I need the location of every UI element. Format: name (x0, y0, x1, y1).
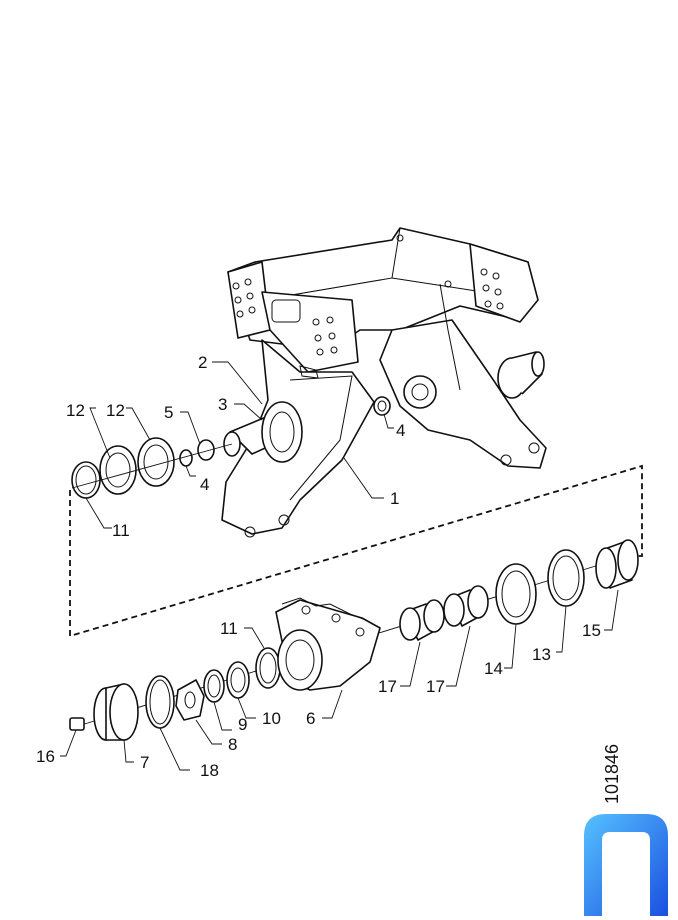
callout-11-lower: 11 (220, 619, 238, 638)
callout-6: 6 (306, 709, 315, 728)
callout-2: 2 (198, 353, 207, 372)
logo-arch (584, 814, 668, 916)
callout-8: 8 (228, 735, 237, 754)
callout-17-right: 17 (426, 677, 445, 696)
callout-16: 16 (36, 747, 55, 766)
callout-5: 5 (164, 403, 173, 422)
drawing-reference-number: 101846 (602, 744, 622, 804)
callout-1: 1 (390, 489, 399, 508)
leader-lines (60, 361, 619, 771)
callout-15: 15 (582, 621, 601, 640)
dashed-connector (69, 464, 643, 638)
callout-17-left: 17 (378, 677, 397, 696)
callout-10: 10 (262, 709, 281, 728)
axle-frame-part-1 (221, 227, 547, 538)
callout-12-outer: 12 (66, 401, 85, 420)
callout-18: 18 (200, 761, 219, 780)
callout-4-spindle: 4 (200, 475, 209, 494)
callout-13: 13 (532, 645, 551, 664)
callout-14: 14 (484, 659, 503, 678)
callout-11-upper: 11 (112, 521, 130, 540)
callout-3: 3 (218, 395, 227, 414)
lower-exploded-assembly (69, 539, 639, 741)
callout-12-inner: 12 (106, 401, 125, 420)
brand-logo-icon (584, 814, 668, 916)
callout-4-frame: 4 (396, 421, 405, 440)
callout-labels: 1 2 3 4 4 5 6 7 8 9 10 11 11 12 12 13 14… (36, 353, 601, 780)
upper-seal-stack (71, 437, 233, 499)
callout-9: 9 (238, 715, 247, 734)
callout-7: 7 (140, 753, 149, 772)
spindle-part-2-3 (223, 401, 303, 463)
